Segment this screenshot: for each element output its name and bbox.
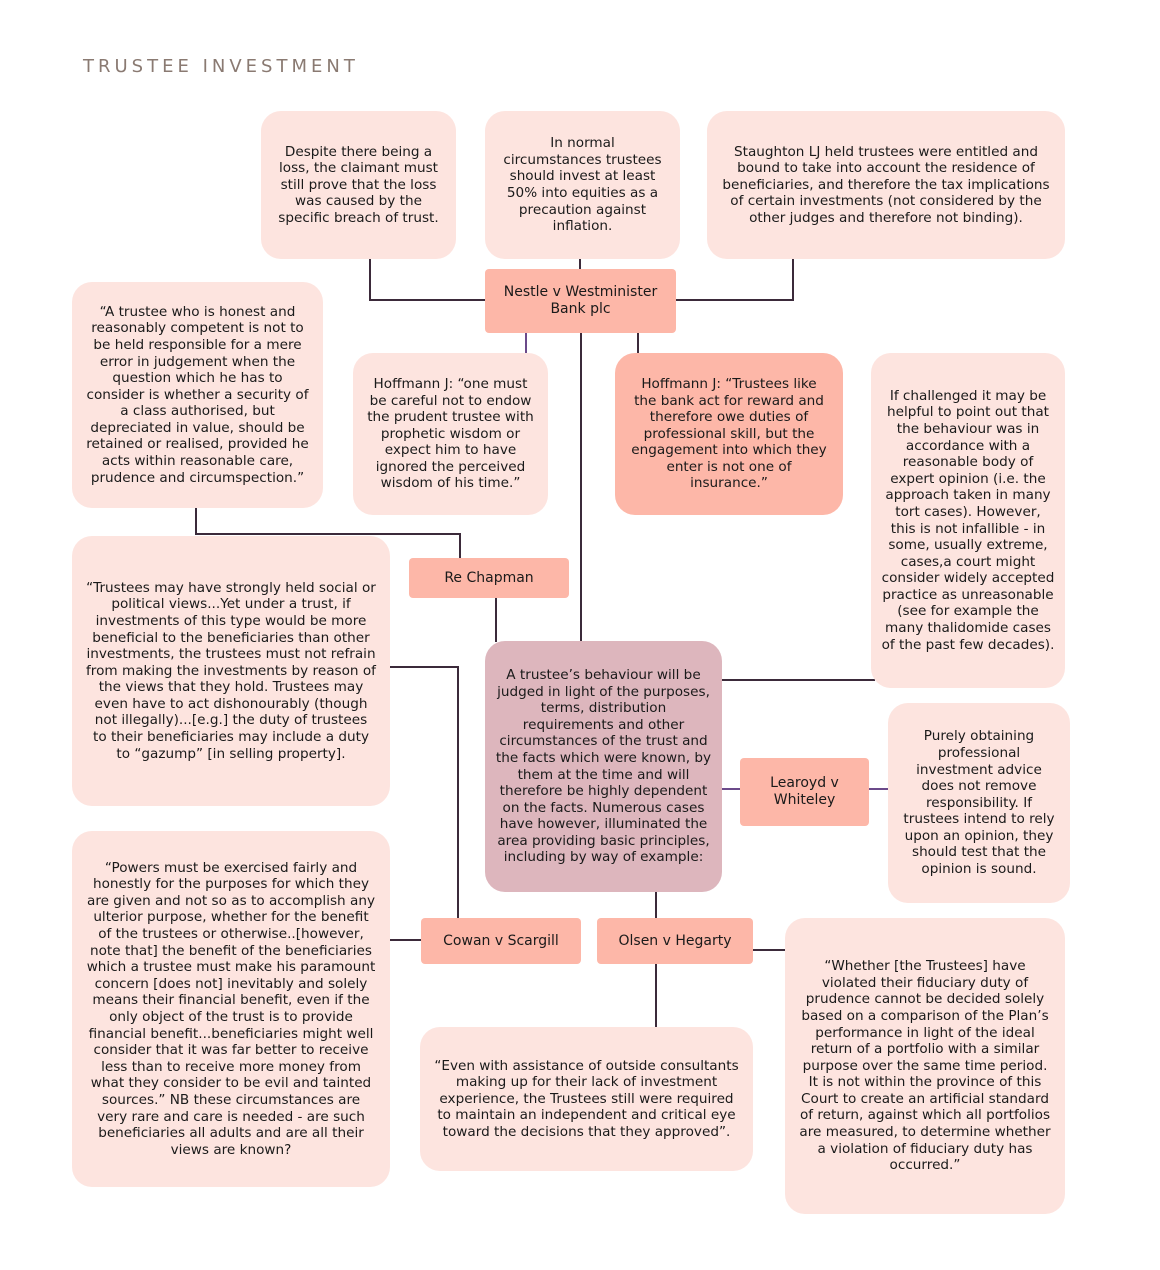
note-equities: In normal circumstances trustees should … [485, 111, 680, 259]
case-olsen-v-hegarty: Olsen v Hegarty [597, 918, 753, 964]
note-staughton-text: Staughton LJ held trustees were entitled… [722, 143, 1050, 226]
case-cowan-label: Cowan v Scargill [443, 932, 559, 949]
note-professional-advice-text: Purely obtaining professional investment… [903, 728, 1055, 878]
central-principle: A trustee’s behaviour will be judged in … [485, 641, 722, 892]
case-learoyd-v-whiteley: Learoyd v Whiteley [740, 758, 869, 826]
case-olsen-label: Olsen v Hegarty [618, 932, 732, 949]
note-staughton: Staughton LJ held trustees were entitled… [707, 111, 1065, 259]
case-cowan-v-scargill: Cowan v Scargill [421, 918, 581, 964]
note-honest-trustee: “A trustee who is honest and reasonably … [72, 282, 323, 508]
note-hoffmann-reward: Hoffmann J: “Trustees like the bank act … [615, 353, 843, 515]
note-outside-consultants-text: “Even with assistance of outside consult… [434, 1057, 739, 1140]
case-chapman-label: Re Chapman [444, 569, 534, 586]
link-nestle-staughton [675, 258, 794, 301]
note-equities-text: In normal circumstances trustees should … [503, 135, 662, 235]
note-fiduciary-duty: “Whether [the Trustees] have violated th… [785, 918, 1065, 1214]
note-political-views: “Trustees may have strongly held social … [72, 536, 390, 806]
note-expert-opinion-text: If challenged it may be helpful to point… [881, 387, 1055, 653]
page-title: TRUSTEE INVESTMENT [83, 56, 359, 77]
link-nestle-loss [369, 258, 486, 301]
note-professional-advice: Purely obtaining professional investment… [888, 703, 1070, 903]
note-outside-consultants: “Even with assistance of outside consult… [420, 1027, 753, 1171]
note-fiduciary-duty-text: “Whether [the Trustees] have violated th… [799, 958, 1051, 1174]
note-hoffmann-prophetic-text: Hoffmann J: “one must be careful not to … [367, 375, 534, 492]
note-political-views-text: “Trustees may have strongly held social … [86, 579, 376, 762]
link-views-cowan [390, 666, 459, 920]
link-honest-chapman [195, 507, 461, 560]
note-loss-causation-text: Despite there being a loss, the claimant… [278, 143, 439, 226]
note-powers-fairly-text: “Powers must be exercised fairly and hon… [86, 859, 376, 1158]
note-hoffmann-prophetic: Hoffmann J: “one must be careful not to … [353, 353, 548, 515]
note-loss-causation: Despite there being a loss, the claimant… [261, 111, 456, 259]
note-honest-trustee-text: “A trustee who is honest and reasonably … [86, 303, 309, 486]
note-expert-opinion: If challenged it may be helpful to point… [871, 353, 1065, 688]
central-principle-text: A trustee’s behaviour will be judged in … [495, 666, 712, 866]
case-learoyd-label: Learoyd v Whiteley [770, 775, 839, 808]
case-re-chapman: Re Chapman [409, 558, 569, 598]
note-hoffmann-reward-text: Hoffmann J: “Trustees like the bank act … [631, 375, 827, 492]
case-nestle-v-westminister: Nestle v Westminister Bank plc [485, 269, 676, 333]
note-powers-fairly: “Powers must be exercised fairly and hon… [72, 831, 390, 1187]
case-nestle-label: Nestle v Westminister Bank plc [503, 284, 658, 317]
